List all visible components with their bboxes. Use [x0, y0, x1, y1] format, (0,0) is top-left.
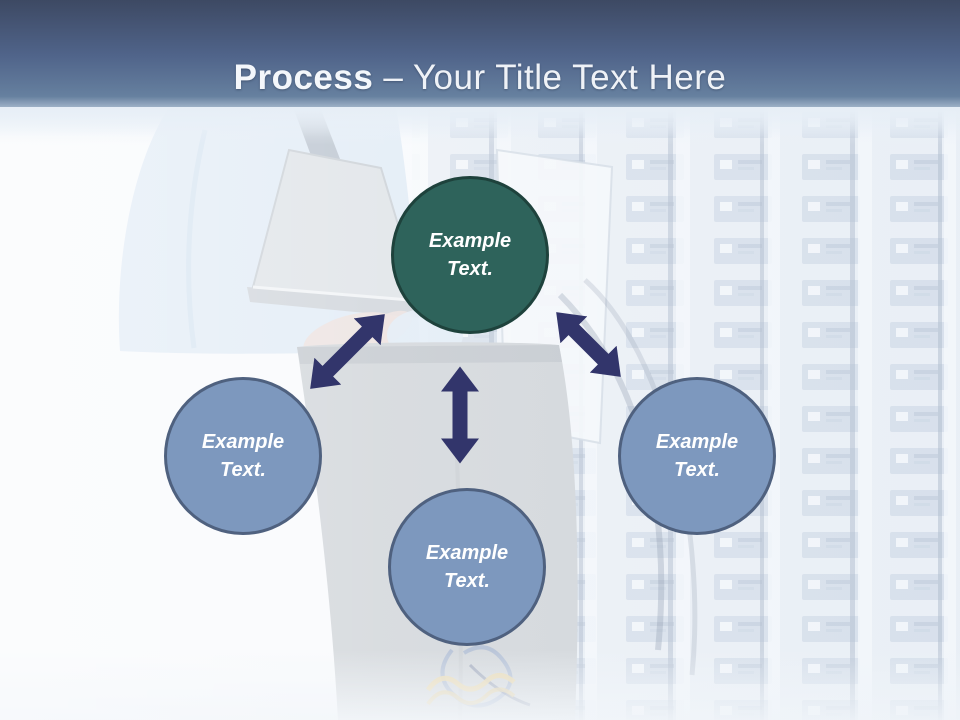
- node-top-label: Example Text.: [428, 230, 512, 280]
- page-title: Process– Your Title Text Here: [233, 57, 727, 98]
- node-top: Example Text.: [391, 176, 549, 334]
- title-rest: – Your Title Text Here: [383, 57, 727, 97]
- top-haze: [0, 105, 960, 145]
- node-bottom: Example Text.: [388, 488, 546, 646]
- node-bottom-label: Example Text.: [425, 542, 509, 592]
- node-right: Example Text.: [618, 377, 776, 535]
- slide-header: Process– Your Title Text Here: [0, 0, 960, 107]
- node-left-label: Example Text.: [201, 431, 285, 481]
- node-right-label: Example Text.: [655, 431, 739, 481]
- title-emphasis: Process: [233, 57, 374, 97]
- node-left: Example Text.: [164, 377, 322, 535]
